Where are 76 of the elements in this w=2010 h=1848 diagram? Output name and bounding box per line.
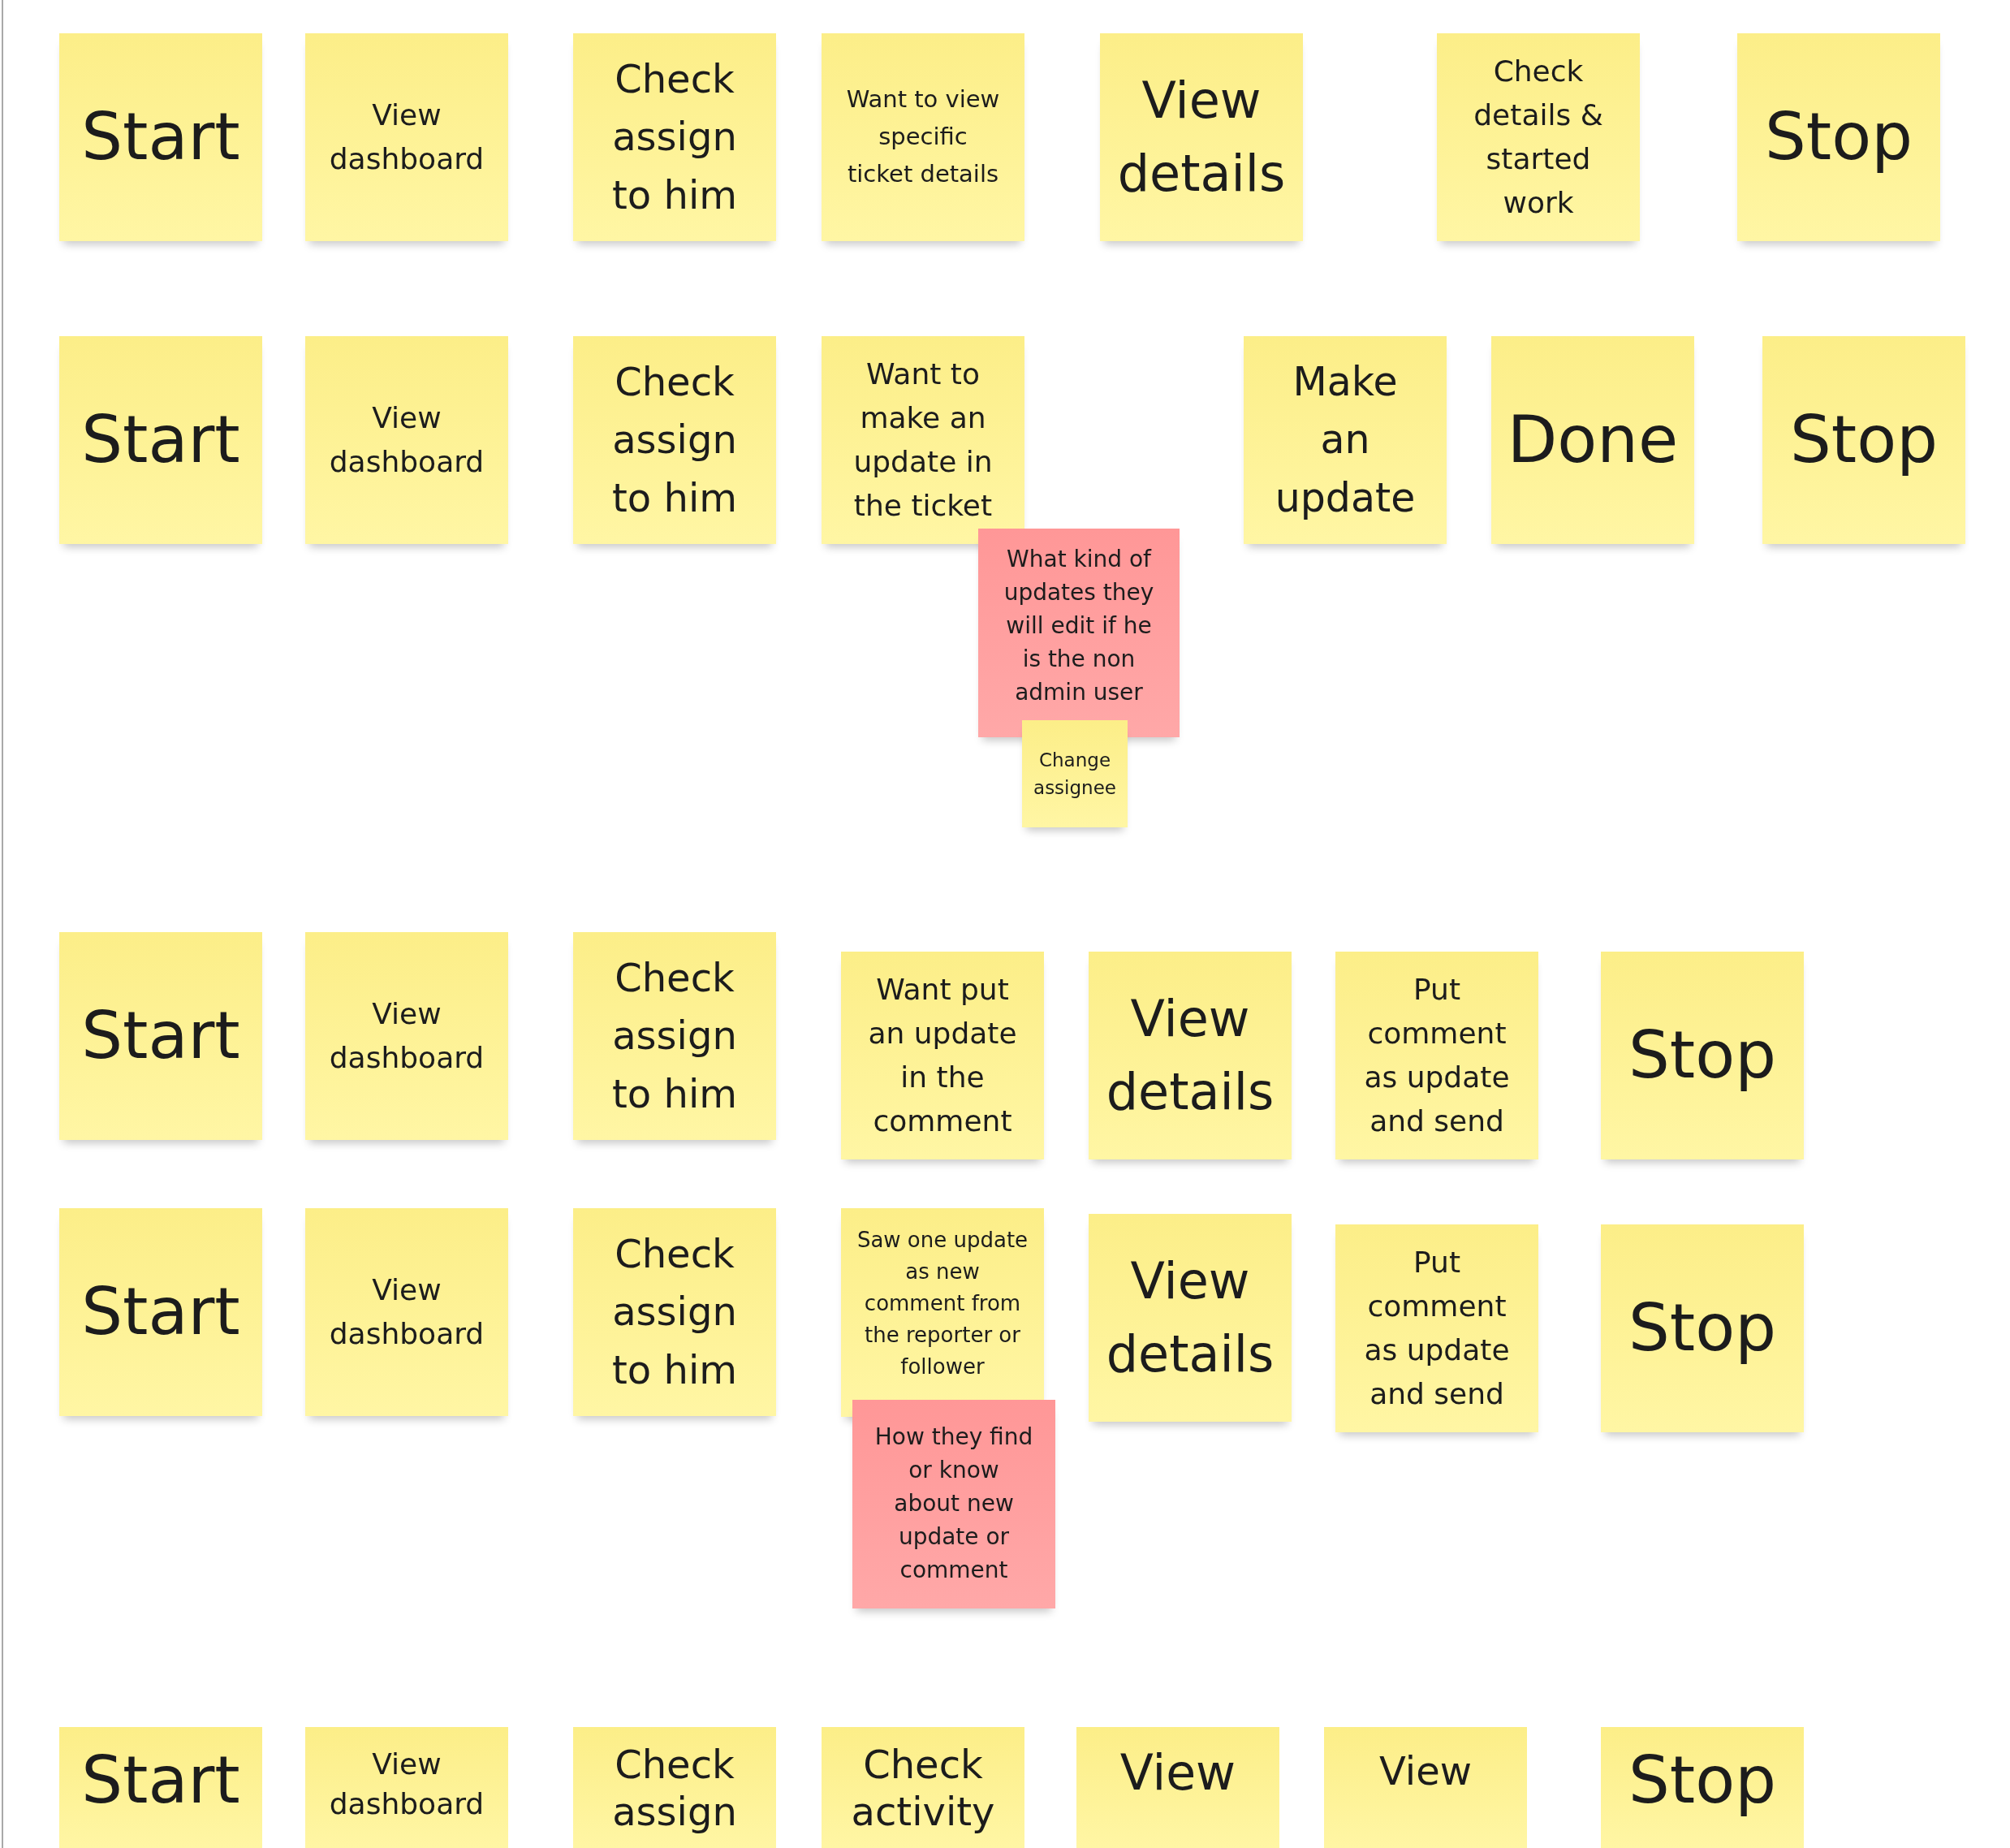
note-text: Start [81,997,240,1075]
sticky-note [59,33,262,241]
note-text: Check assign to him [611,1230,738,1394]
sticky-note [59,1208,262,1416]
note-text: Start [81,1273,240,1351]
sticky-note [1089,952,1292,1159]
sticky-note [841,1208,1044,1417]
sticky-note [1244,336,1447,544]
note-text: Put comment as update and send [1363,1245,1511,1412]
note-text: Start [81,401,240,479]
note-text: Check activity [850,1742,996,1836]
sticky-note [573,1727,776,1848]
note-text: Change assignee [1033,748,1117,800]
note-text: Check assign to him [611,358,738,522]
sticky-note [1335,952,1538,1159]
sticky-note [305,336,508,544]
note-text: Stop [1765,98,1913,176]
sticky-note [822,33,1024,241]
sticky-note [822,1727,1024,1848]
sticky-note [305,33,508,241]
note-text: Want to view specific ticket details [845,84,1001,189]
note-text: View [1379,1748,1472,1795]
sticky-note [1437,33,1640,241]
note-text: Done [1507,401,1679,479]
note-text: View [1119,1743,1236,1802]
note-text: Stop [1790,401,1938,479]
sticky-note [573,33,776,241]
sticky-note [1076,1727,1279,1848]
sticky-note [841,952,1044,1159]
note-text: View details [1105,1250,1275,1385]
note-text: Stop [1628,1017,1776,1095]
sticky-note [1601,952,1804,1159]
sticky-note [1601,1727,1804,1848]
sticky-note [1762,336,1965,544]
note-text: Saw one update as new comment from the reporter or follower [856,1227,1029,1380]
note-text: Start [81,98,240,176]
sticky-note [59,336,262,544]
note-text: View dashboard [328,1747,485,1822]
sticky-note [1335,1224,1538,1432]
note-text: Want put an update in the comment [867,972,1018,1139]
sticky-note [1022,720,1128,827]
note-text: Check assign [611,1742,738,1836]
note-text: Check assign to him [611,954,738,1118]
sticky-note [852,1400,1055,1608]
note-text: View dashboard [328,996,485,1076]
sticky-note [305,1727,508,1848]
sticky-note [573,932,776,1140]
sticky-note [305,1208,508,1416]
note-text: Check details & started work [1473,54,1604,221]
note-text: How they find or know about new update or comment [873,1423,1034,1585]
note-text: Put comment as update and send [1363,972,1511,1139]
note-text: View dashboard [328,97,485,177]
sticky-note [1089,1214,1292,1422]
sticky-note [1100,33,1303,241]
sticky-note [1324,1727,1527,1848]
sticky-note [1601,1224,1804,1432]
note-text: View details [1105,988,1275,1123]
note-text: View details [1116,70,1287,205]
sticky-note [978,529,1180,737]
sticky-note [573,1208,776,1416]
note-text: View dashboard [328,400,485,480]
sticky-note [59,932,262,1140]
sticky-note [1491,336,1694,544]
note-text: Stop [1628,1742,1776,1820]
sticky-note [573,336,776,544]
sticky-note [59,1727,262,1848]
sticky-note [305,932,508,1140]
note-text: Make an update [1274,358,1417,523]
note-text: Want to make an update in the ticket [852,356,994,524]
note-text: Start [81,1742,240,1820]
note-text: Stop [1628,1289,1776,1367]
note-text: Check assign to him [611,55,738,219]
note-text: What kind of updates they will edit if he is the non admin user [1003,545,1155,707]
sticky-note [822,336,1024,544]
note-text: View dashboard [328,1272,485,1352]
sticky-note [1737,33,1940,241]
